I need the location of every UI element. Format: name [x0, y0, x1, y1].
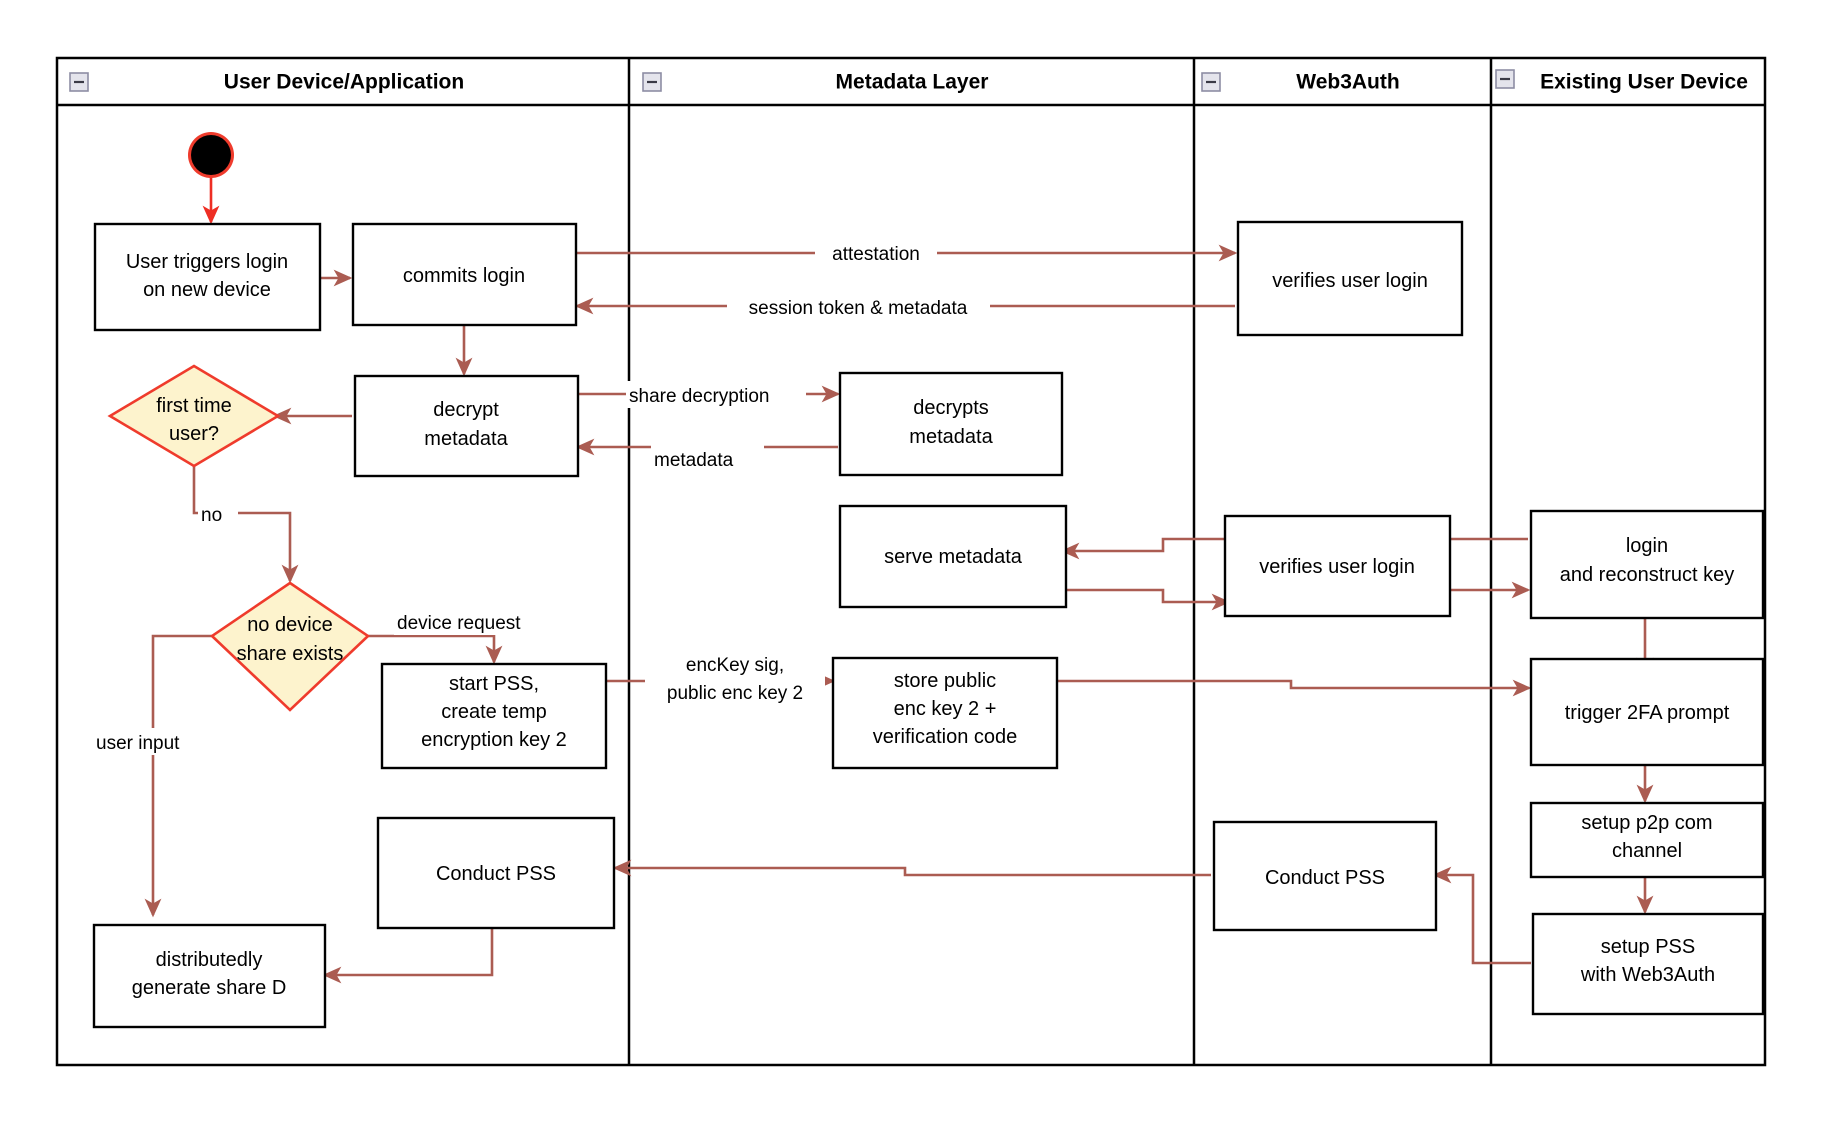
edge-verifies-user-login-2-to-serve-metadata: [1060, 537, 1228, 560]
node-label-line: enc key 2 +: [894, 698, 997, 720]
lane-title-metadata-layer: Metadata Layer: [836, 71, 989, 94]
node-label-line: with Web3Auth: [1580, 964, 1715, 986]
node-setup-p2p-com-channel[interactable]: setup p2p com channel: [1529, 801, 1765, 879]
node-label-line: Conduct PSS: [436, 863, 556, 885]
node-setup-pss-with-web3auth[interactable]: setup PSS with Web3Auth: [1531, 912, 1765, 1016]
node-login-and-reconstruct-key[interactable]: login and reconstruct key: [1529, 509, 1765, 620]
lane-title-web3auth: Web3Auth: [1296, 71, 1399, 94]
node-label-line: encryption key 2: [421, 729, 567, 751]
node-label-line: metadata: [909, 426, 993, 448]
edge-label-attestation: attestation: [832, 244, 920, 265]
node-label-line: create temp: [441, 701, 547, 723]
lane-header-metadata-layer: Metadata Layer: [642, 71, 989, 94]
edge-serve-metadata-to-verifies-user-login-2: [1063, 588, 1231, 611]
node-label-line: decrypt: [433, 399, 499, 421]
lane-title-existing-user-device: Existing User Device: [1540, 71, 1748, 94]
edge-label-user-input: user input: [96, 733, 180, 754]
node-store-public-enc-key[interactable]: store public enc key 2 + verification co…: [831, 656, 1059, 770]
node-user-triggers-login[interactable]: User triggers login on new device: [93, 222, 322, 332]
node-label-line: serve metadata: [884, 546, 1023, 568]
node-label-line: metadata: [424, 428, 508, 450]
node-label-line: on new device: [143, 279, 271, 301]
node-label-line: decrypts: [913, 397, 989, 419]
node-decrypts-metadata[interactable]: decrypts metadata: [838, 371, 1064, 477]
edge-first-time-user-no-to-no-device-share-exists: [192, 466, 299, 584]
node-label-line: distributedly: [156, 949, 263, 971]
node-label-line: setup PSS: [1601, 936, 1696, 958]
lane-header-existing-user-device: Existing User Device: [1495, 69, 1748, 94]
node-label-line: and reconstruct key: [1560, 564, 1735, 586]
node-serve-metadata[interactable]: serve metadata: [838, 504, 1068, 609]
edge-no-device-share-to-distributedly-generate-share-d: [144, 634, 212, 918]
node-label-line: share exists: [237, 643, 344, 665]
edge-label-no: no: [201, 505, 222, 526]
collapse-minus-icon[interactable]: [642, 72, 662, 92]
node-label-line: Conduct PSS: [1265, 867, 1385, 889]
node-label-line: start PSS,: [449, 673, 539, 695]
node-verifies-user-login-1[interactable]: verifies user login: [1236, 220, 1464, 337]
edge-label-device-request: device request: [397, 613, 521, 634]
node-label-line: verification code: [873, 726, 1018, 748]
node-label-line: store public: [894, 670, 996, 692]
edge-label-enc-key-line2: public enc key 2: [667, 683, 803, 704]
node-decrypt-metadata[interactable]: decrypt metadata: [353, 374, 580, 478]
collapse-minus-icon[interactable]: [1201, 72, 1221, 92]
node-label-line: verifies user login: [1272, 270, 1428, 292]
node-verifies-user-login-2[interactable]: verifies user login: [1223, 514, 1452, 618]
collapse-minus-icon[interactable]: [69, 72, 89, 92]
edge-label-session-token: session token & metadata: [749, 298, 968, 319]
node-label-line: user?: [169, 423, 219, 445]
node-label-line: User triggers login: [126, 251, 288, 273]
node-distributedly-generate-share-d[interactable]: distributedly generate share D: [92, 923, 327, 1029]
lane-title-user-device: User Device/Application: [224, 71, 464, 94]
lane-header-user-device: User Device/Application: [69, 71, 464, 94]
edge-store-public-enc-key-to-trigger-2fa: [1053, 679, 1532, 697]
node-first-time-user[interactable]: first time user?: [107, 364, 281, 468]
edge-label-metadata: metadata: [654, 450, 734, 471]
edge-setup-pss-to-conduct-pss-web3auth: [1432, 866, 1531, 965]
edge-conduct-pss-user-to-distributedly-generate-share-d: [322, 928, 494, 984]
node-trigger-2fa-prompt[interactable]: trigger 2FA prompt: [1529, 657, 1765, 767]
node-label-line: trigger 2FA prompt: [1565, 702, 1730, 724]
node-conduct-pss-web3auth[interactable]: Conduct PSS: [1212, 820, 1438, 932]
node-label-line: verifies user login: [1259, 556, 1415, 578]
edge-labels: attestation session token & metadata sha…: [94, 238, 990, 755]
edge-label-enc-key-line1: encKey sig,: [686, 655, 784, 676]
node-conduct-pss-user[interactable]: Conduct PSS: [376, 816, 616, 930]
node-label-line: channel: [1612, 840, 1682, 862]
node-start[interactable]: [188, 132, 234, 178]
node-label-line: commits login: [403, 265, 525, 287]
node-start-pss-create-temp-key[interactable]: start PSS, create temp encryption key 2: [380, 662, 608, 770]
edge-label-share-decryption: share decryption: [629, 386, 769, 407]
node-label-line: first time: [156, 395, 232, 417]
node-label-line: no device: [247, 614, 333, 636]
node-label-line: login: [1626, 535, 1668, 557]
lane-header-web3auth: Web3Auth: [1201, 71, 1400, 94]
node-commits-login[interactable]: commits login: [351, 222, 578, 327]
edge-conduct-pss-web3auth-to-conduct-pss-user: [612, 859, 1211, 877]
collapse-minus-icon[interactable]: [1495, 69, 1515, 89]
node-label-line: generate share D: [132, 977, 287, 999]
edge-no-device-share-to-start-pss: [368, 634, 503, 665]
node-label-line: setup p2p com: [1581, 812, 1712, 834]
node-no-device-share-exists[interactable]: no device share exists: [209, 581, 371, 712]
